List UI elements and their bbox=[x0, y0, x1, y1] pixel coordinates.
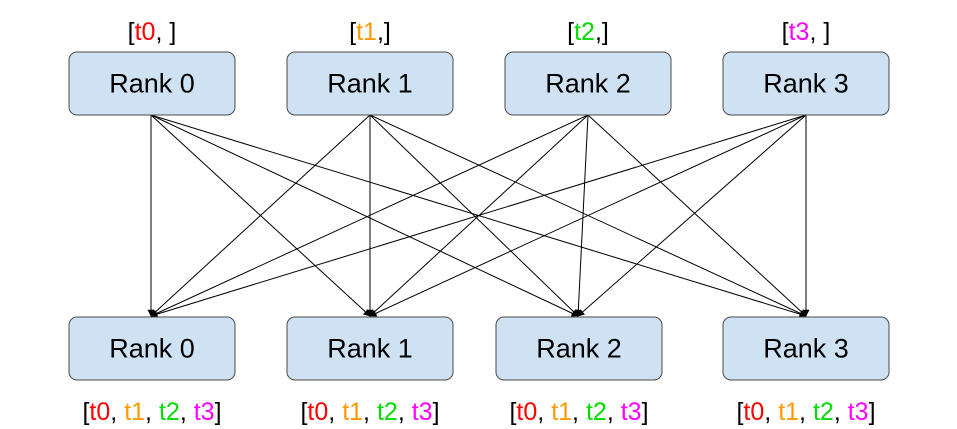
destination-rank-0: Rank 0 [t0, t1, t2, t3] bbox=[68, 316, 236, 426]
destination-rank-3: Rank 3 [t0, t1, t2, t3] bbox=[722, 316, 890, 426]
tensor-t3: t3 bbox=[621, 398, 642, 426]
rank-box bbox=[495, 316, 663, 381]
destination-ranks: Rank 0[t0, t1, t2, t3]Rank 1[t0, t1, t2,… bbox=[68, 316, 890, 426]
bracket-open: [ bbox=[782, 18, 789, 46]
bracket-close: ] bbox=[642, 398, 649, 426]
tensor-t3: t3 bbox=[789, 18, 810, 46]
tensor-t3: t3 bbox=[412, 398, 433, 426]
bracket-open: [ bbox=[82, 398, 89, 426]
bracket-open: [ bbox=[349, 18, 356, 46]
bracket-close: ] bbox=[169, 18, 176, 46]
edge-rank1-to-rank0 bbox=[150, 114, 371, 317]
bracket-close: ] bbox=[384, 18, 391, 46]
separator: , bbox=[363, 398, 377, 426]
tensor-t0: t0 bbox=[89, 398, 110, 426]
separator: , bbox=[180, 398, 194, 426]
input-tensor-label-2: [t2,] bbox=[567, 18, 609, 46]
source-rank-2: Rank 2 [t2,] bbox=[504, 18, 672, 116]
tensor-t0: t0 bbox=[307, 398, 328, 426]
source-ranks: Rank 0[t0, ]Rank 1[t1,]Rank 2[t2,]Rank 3… bbox=[68, 18, 890, 116]
bracket-open: [ bbox=[128, 18, 135, 46]
tensor-t0: t0 bbox=[516, 398, 537, 426]
separator: , bbox=[572, 398, 586, 426]
tensor-t2: t2 bbox=[813, 398, 834, 426]
edge-rank2-to-rank2 bbox=[574, 114, 589, 317]
separator: , bbox=[328, 398, 342, 426]
tensor-t1: t1 bbox=[342, 398, 363, 426]
separator: , bbox=[398, 398, 412, 426]
tensor-t1: t1 bbox=[551, 398, 572, 426]
separator: , bbox=[834, 398, 848, 426]
tensor-t2: t2 bbox=[574, 18, 595, 46]
separator: , bbox=[764, 398, 778, 426]
trailing-separator: , bbox=[377, 18, 384, 46]
input-tensor-label-0: [t0, ] bbox=[128, 18, 177, 46]
edge-rank2-to-rank0 bbox=[150, 114, 589, 317]
edge-rank3-to-rank2 bbox=[577, 114, 807, 317]
tensor-t1: t1 bbox=[356, 18, 377, 46]
rank-box bbox=[722, 316, 890, 381]
rank-label: Rank 2 bbox=[545, 69, 631, 99]
trailing-separator: , bbox=[809, 18, 823, 46]
tensor-t2: t2 bbox=[159, 398, 180, 426]
connection-lines bbox=[147, 114, 810, 318]
tensor-t2: t2 bbox=[377, 398, 398, 426]
tensor-t2: t2 bbox=[586, 398, 607, 426]
trailing-separator: , bbox=[155, 18, 169, 46]
bracket-close: ] bbox=[869, 398, 876, 426]
rank-label: Rank 1 bbox=[327, 69, 413, 99]
input-tensor-label-1: [t1,] bbox=[349, 18, 391, 46]
bracket-open: [ bbox=[567, 18, 574, 46]
destination-rank-1: Rank 1 [t0, t1, t2, t3] bbox=[286, 316, 454, 426]
destination-rank-2: Rank 2 [t0, t1, t2, t3] bbox=[495, 316, 663, 426]
source-rank-3: Rank 3 [t3, ] bbox=[722, 18, 890, 116]
rank-box bbox=[68, 316, 236, 381]
output-tensor-label-0: [t0, t1, t2, t3] bbox=[82, 398, 221, 426]
source-rank-0: Rank 0 [t0, ] bbox=[68, 18, 236, 116]
separator: , bbox=[145, 398, 159, 426]
rank-box bbox=[722, 51, 890, 116]
output-tensor-label-1: [t0, t1, t2, t3] bbox=[300, 398, 439, 426]
edge-rank0-to-rank2 bbox=[150, 114, 579, 317]
output-tensor-label-3: [t0, t1, t2, t3] bbox=[736, 398, 875, 426]
output-tensor-label-2: [t0, t1, t2, t3] bbox=[509, 398, 648, 426]
tensor-t0: t0 bbox=[743, 398, 764, 426]
rank-label: Rank 2 bbox=[536, 334, 622, 364]
edge-rank2-to-rank3 bbox=[587, 114, 807, 317]
bracket-close: ] bbox=[433, 398, 440, 426]
separator: , bbox=[537, 398, 551, 426]
bracket-open: [ bbox=[509, 398, 516, 426]
tensor-t3: t3 bbox=[194, 398, 215, 426]
edge-rank1-to-rank2 bbox=[369, 114, 579, 317]
bracket-open: [ bbox=[736, 398, 743, 426]
tensor-t3: t3 bbox=[848, 398, 869, 426]
rank-box bbox=[68, 51, 236, 116]
bracket-open: [ bbox=[300, 398, 307, 426]
tensor-t1: t1 bbox=[778, 398, 799, 426]
rank-label: Rank 3 bbox=[763, 334, 849, 364]
separator: , bbox=[607, 398, 621, 426]
bracket-close: ] bbox=[215, 398, 222, 426]
rank-box bbox=[286, 316, 454, 381]
rank-label: Rank 3 bbox=[763, 69, 849, 99]
separator: , bbox=[799, 398, 813, 426]
rank-box bbox=[504, 51, 672, 116]
tensor-t0: t0 bbox=[135, 18, 156, 46]
rank-label: Rank 1 bbox=[327, 334, 413, 364]
separator: , bbox=[110, 398, 124, 426]
edge-rank3-to-rank1 bbox=[369, 114, 807, 317]
bracket-close: ] bbox=[602, 18, 609, 46]
tensor-t1: t1 bbox=[124, 398, 145, 426]
bracket-close: ] bbox=[823, 18, 830, 46]
rank-label: Rank 0 bbox=[109, 334, 195, 364]
edge-rank3-to-rank0 bbox=[150, 114, 807, 318]
trailing-separator: , bbox=[595, 18, 602, 46]
rank-label: Rank 0 bbox=[109, 69, 195, 99]
rank-box bbox=[286, 51, 454, 116]
input-tensor-label-3: [t3, ] bbox=[782, 18, 831, 46]
source-rank-1: Rank 1 [t1,] bbox=[286, 18, 454, 116]
